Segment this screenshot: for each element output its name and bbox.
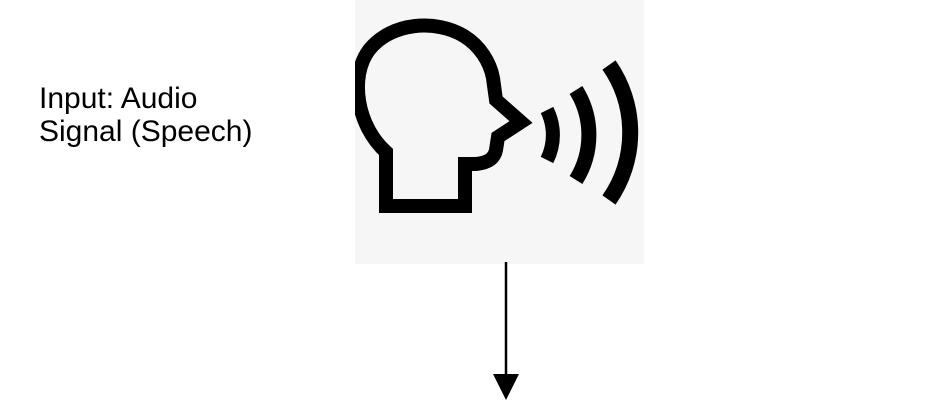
speech-icon-box	[355, 0, 644, 264]
input-label: Input: Audio Signal (Speech)	[39, 82, 319, 148]
input-label-line-2: Signal (Speech)	[39, 115, 253, 148]
sound-wave-medium	[569, 86, 597, 184]
arrow-down-icon	[493, 262, 519, 400]
head-outline	[355, 18, 533, 213]
sound-wave-large	[602, 60, 639, 205]
down-arrow	[480, 262, 530, 408]
speaking-head-icon	[355, 0, 644, 264]
input-label-line-1: Input: Audio	[39, 82, 198, 115]
sound-wave-small	[540, 106, 560, 164]
arrow-head	[493, 374, 519, 400]
